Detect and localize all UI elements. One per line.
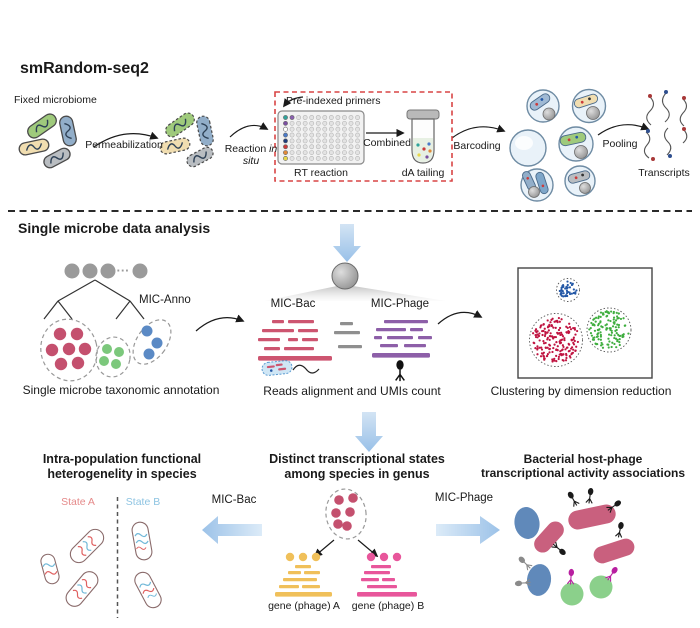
mic-phage-label-middle: MIC-Phage bbox=[370, 298, 430, 310]
bead-funnel-icon bbox=[264, 262, 446, 301]
left-title-line1: Intra-population functional bbox=[42, 452, 202, 466]
middle-title-line2: among species in genus bbox=[284, 466, 430, 481]
reads-alignment-icon bbox=[258, 320, 432, 382]
blue-host-cell bbox=[526, 564, 552, 596]
taxonomic-caption: Single microbe taxonomic annotation bbox=[22, 383, 220, 397]
droplets-group-icon bbox=[509, 88, 607, 202]
tube-icon bbox=[406, 109, 440, 164]
pink-host-cell bbox=[534, 521, 564, 553]
pooling-arrow bbox=[597, 122, 650, 136]
mic-phage-label-bottom: MIC-Phage bbox=[434, 492, 494, 504]
permeabilization-arrow bbox=[93, 131, 159, 148]
diverge-arrow-b bbox=[357, 539, 379, 558]
mic-bac-left-arrow bbox=[202, 516, 262, 544]
state-a-label: State A bbox=[61, 496, 95, 508]
mic-bac-label-middle: MIC-Bac bbox=[270, 298, 316, 310]
fixed-microbiome-label: Fixed microbiome bbox=[14, 94, 97, 106]
situ-word: situ bbox=[242, 155, 260, 168]
pre-indexed-primers-label: Pre-indexed primers bbox=[286, 95, 381, 107]
right-panel-title: Bacterial host-phage transcriptional act… bbox=[481, 452, 685, 480]
transcripts-label: Transcripts bbox=[638, 167, 690, 179]
green-host-cell bbox=[560, 582, 584, 606]
figure-title: smRandom-seq2 bbox=[20, 60, 149, 77]
flagellum-icon bbox=[292, 364, 320, 374]
reaction-word: Reaction bbox=[224, 143, 267, 155]
middle-panel-title: Distinct transcriptional states among sp… bbox=[269, 452, 445, 482]
pink-host-cell bbox=[568, 504, 616, 530]
in-word: in bbox=[269, 143, 278, 155]
combined-label: Combined bbox=[363, 137, 411, 149]
state-bacteria-icon bbox=[40, 521, 162, 609]
pre-indexed-dashed-box bbox=[274, 91, 453, 182]
middle-title-line1: Distinct transcriptional states bbox=[269, 452, 445, 466]
flow-arrows-middle bbox=[195, 310, 483, 332]
state-b-label: State B bbox=[125, 496, 161, 508]
permeabilization-label: Permeabilization bbox=[85, 139, 163, 151]
left-title-line2: heterogenelity in species bbox=[47, 466, 197, 481]
taxonomic-clusters-icon bbox=[40, 318, 172, 382]
gene-b-stack-icon bbox=[357, 552, 417, 597]
da-tailing-label: dA tailing bbox=[401, 167, 445, 179]
taxonomic-to-reads-arrow bbox=[195, 314, 245, 332]
down-arrow-to-analysis bbox=[333, 224, 361, 262]
mic-anno-label: MIC-Anno bbox=[139, 294, 191, 306]
gene-a-label: gene (phage) A bbox=[268, 600, 340, 612]
rt-reaction-label: RT reaction bbox=[294, 167, 348, 179]
green-host-cell bbox=[589, 575, 613, 599]
gene-b-label: gene (phage) B bbox=[351, 600, 425, 612]
right-title-line1: Bacterial host-phage bbox=[523, 452, 643, 466]
bead-icons bbox=[528, 106, 600, 198]
blue-host-cell bbox=[514, 507, 540, 539]
right-title-line2: transcriptional activity associations bbox=[480, 466, 686, 481]
bacterium-icon bbox=[261, 360, 293, 376]
reaction-arrow bbox=[229, 122, 269, 138]
host-phage-community-icon bbox=[514, 486, 635, 606]
down-arrow-to-applications bbox=[355, 412, 383, 452]
analysis-heading: Single microbe data analysis bbox=[18, 220, 211, 236]
permeabilized-microbiome-group-icon bbox=[159, 112, 214, 168]
mic-bac-label-bottom: MIC-Bac bbox=[211, 494, 257, 506]
clustering-plot-icon bbox=[517, 267, 653, 379]
flow-arrows-top bbox=[93, 96, 650, 148]
clustering-caption: Clustering by dimension reduction bbox=[490, 384, 672, 398]
ellipsis-label: ··· bbox=[116, 263, 130, 278]
transcripts-icon bbox=[643, 90, 688, 161]
gene-a-stack-icon bbox=[275, 552, 332, 597]
fixed-microbiome-group-icon bbox=[18, 113, 77, 169]
mic-phage-right-arrow bbox=[436, 516, 500, 544]
pink-host-cell bbox=[593, 538, 635, 564]
mic-anno-tree-icon bbox=[43, 263, 148, 320]
phage-icon bbox=[394, 359, 406, 382]
pooling-label: Pooling bbox=[602, 138, 638, 150]
droplet-highlight bbox=[515, 136, 533, 150]
pre-indexed-pointer-arrow bbox=[282, 96, 304, 108]
diverge-arrow-a bbox=[313, 539, 335, 558]
reads-to-clustering-arrow bbox=[437, 310, 483, 325]
well-plate-icon bbox=[277, 110, 365, 165]
reads-caption: Reads alignment and UMIs count bbox=[263, 384, 441, 398]
left-panel-title: Intra-population functional heterogeneli… bbox=[43, 452, 201, 482]
reaction-in-situ-label: Reaction in situ bbox=[225, 143, 278, 168]
barcoding-label: Barcoding bbox=[453, 140, 501, 152]
barcoding-arrow bbox=[451, 124, 506, 139]
genus-cluster-icon bbox=[313, 488, 379, 558]
